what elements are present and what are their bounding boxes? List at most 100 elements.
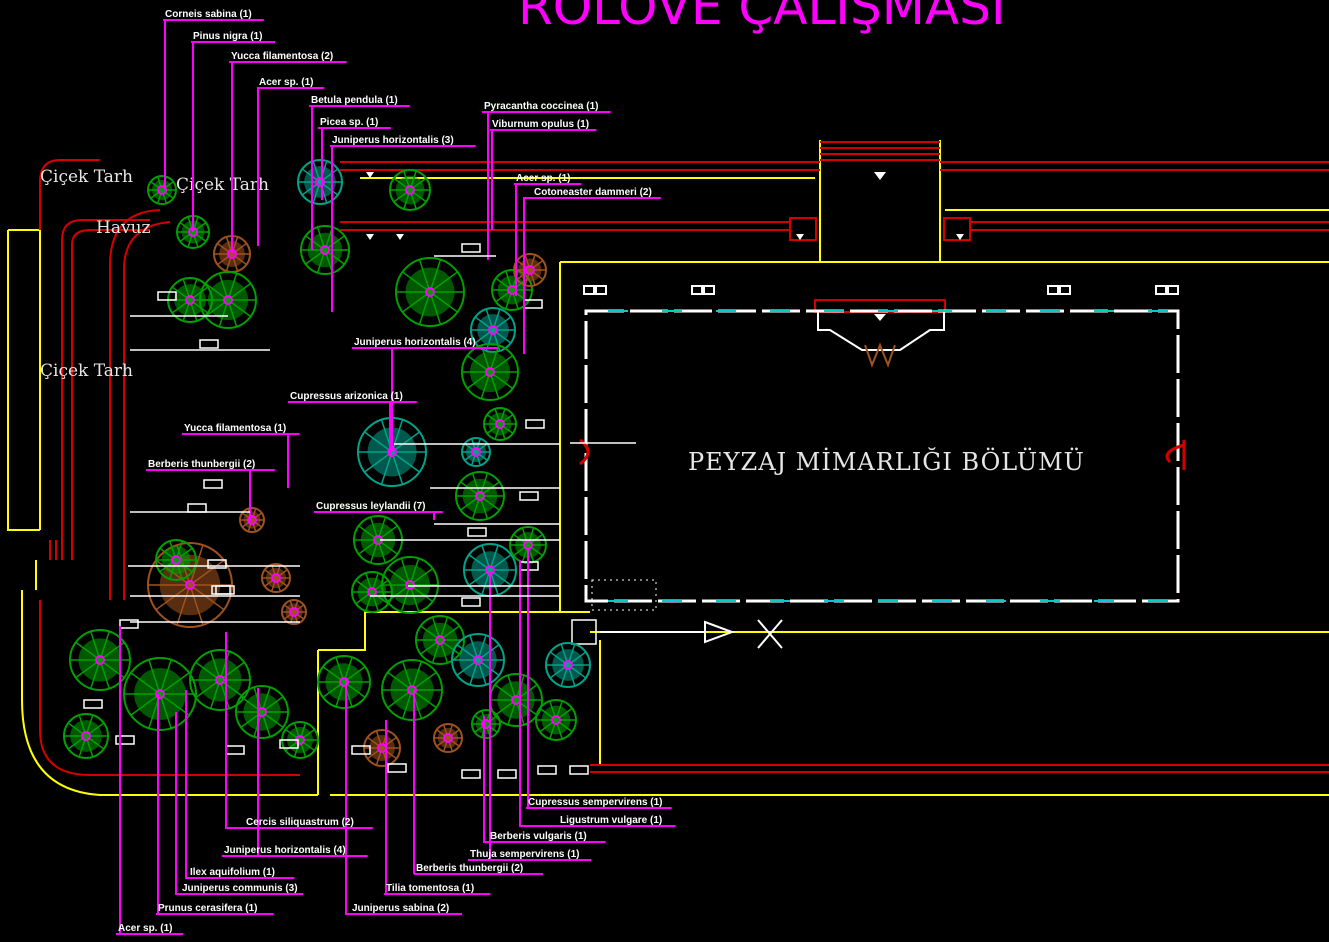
plant-callout [163,19,264,190]
plant-label: Yucca filamentosa (1) [184,423,286,434]
plant-tag [115,735,135,745]
tree-symbol-icon [155,539,197,581]
building: PEYZAJ MİMARLIĞI BÖLÜMÜ [570,285,1186,645]
door-arc-icon [1165,440,1186,470]
plant-label: Cupressus arizonica (1) [290,391,403,402]
vegetation [63,159,591,779]
plant-label: Picea sp. (1) [320,117,378,128]
red-walls [39,141,1329,776]
drawing-title: ROLÖVE ÇALIŞMASI [518,0,1006,36]
plant-callout [526,548,672,809]
entrance-arrow-icon [600,620,735,644]
plant-tag [187,503,207,513]
plant-callout [345,680,462,915]
tree-symbol-icon [281,599,307,625]
flowerbed-label: Çiçek Tarh [176,175,269,195]
tree-symbol-icon [63,713,109,759]
plant-label: Pyracantha coccinea (1) [484,101,599,112]
tree-symbol-icon [433,723,463,753]
tree-symbol-icon [415,615,465,665]
level-markers [366,172,964,321]
plant-label: Pinus nigra (1) [193,31,262,42]
yellow-boundary [7,140,1329,796]
plant-callout [483,716,606,843]
pool-label: Havuz [96,218,151,238]
plant-tag [203,479,223,489]
tree-symbol-icon [147,542,233,628]
plant-label: Juniperus horizontalis (4) [354,337,476,348]
plant-tag [569,765,589,775]
plant-tag [537,765,557,775]
plant-callout [413,690,543,875]
cross-mark-icon [757,619,783,649]
plant-tag [519,491,539,501]
plant-callout [314,511,443,520]
plant-label: Thuja sempervirens (1) [470,849,579,860]
plant-callout [185,690,295,879]
plant-callout [225,632,373,829]
flowerbed-label: Çiçek Tarh [40,361,133,381]
plant-label: Acer sp. (1) [259,77,313,88]
plant-callout [309,105,410,250]
plant-callout [182,433,300,488]
tree-symbol-icon [147,175,177,205]
tree-symbol-icon [363,729,401,767]
plant-label: Juniperus sabina (2) [352,903,449,914]
tree-symbol-icon [471,709,501,739]
tree-symbol-icon [235,685,289,739]
tree-symbol-icon [461,437,491,467]
tree-symbol-icon [470,307,516,353]
plant-label: Juniperus horizontalis (4) [224,845,346,856]
plant-label: Juniperus communis (3) [182,883,298,894]
plant-tag [199,339,219,349]
tree-symbol-icon [69,629,131,691]
plant-callout [523,197,661,354]
tree-symbol-icon [381,556,439,614]
plant-tag [225,745,245,755]
plant-leaders [116,19,676,935]
plant-callout [468,572,592,861]
plant-label: Acer sp. (1) [516,173,570,184]
plant-label: Ligustrum vulgare (1) [560,815,662,826]
plant-tag [461,597,481,607]
plant-label: Cercis siliquastrum (2) [246,817,354,828]
plant-callout [257,87,325,246]
plant-callout [288,401,417,456]
flowerbed-label: Çiçek Tarh [40,167,133,187]
plant-tag [215,585,235,595]
plant-tag [467,527,487,537]
tree-symbol-icon [239,507,265,533]
plant-label: Juniperus horizontalis (3) [332,135,454,146]
plant-tag [525,419,545,429]
plant-label: Cotoneaster dammeri (2) [534,187,652,198]
tree-symbol-icon [261,563,291,593]
tree-symbol-icon [545,642,591,688]
tree-symbol-icon [189,649,251,711]
tree-symbol-icon [300,225,350,275]
plant-callout [384,720,491,895]
tree-symbol-icon [513,253,547,287]
plant-tag [461,243,481,253]
plant-label: Acer sp. (1) [118,923,172,934]
plant-callout [330,145,476,312]
tree-symbol-icon [351,571,393,613]
plant-tag [207,559,227,569]
tree-symbol-icon [297,159,343,205]
plant-label: Cupressus leylandii (7) [316,501,425,512]
plant-label: Ilex aquifolium (1) [190,867,275,878]
plant-label: Tilia tomentosa (1) [386,883,474,894]
plant-label: Prunus cerasifera (1) [158,903,258,914]
tree-symbol-icon [483,407,517,441]
tree-symbol-icon [535,699,577,741]
tree-symbol-icon [509,526,547,564]
tree-symbol-icon [389,169,431,211]
tree-symbol-icon [167,277,213,323]
plant-label: Viburnum opulus (1) [492,119,589,130]
tree-symbol-icon [395,257,465,327]
tree-symbol-icon [381,659,443,721]
tree-symbol-icon [199,271,257,329]
plant-callout [175,712,304,895]
plant-tag [387,763,407,773]
